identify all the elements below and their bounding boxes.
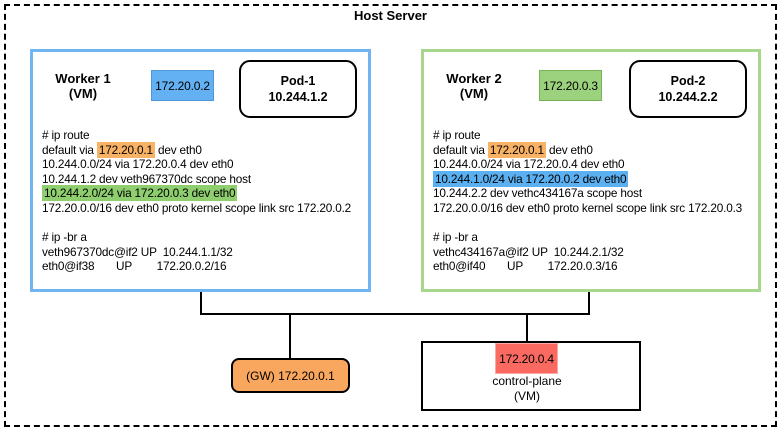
terminal-line: default via 172.20.0.1 dev eth0 [433, 141, 593, 158]
terminal-line: 10.244.0.0/24 via 172.20.0.4 dev eth0 [42, 157, 234, 172]
worker1-downlink-line [200, 292, 202, 315]
worker2-type: (VM) [459, 86, 489, 101]
terminal-line: eth0@if40 UP 172.20.0.3/16 [433, 259, 618, 274]
terminal-line: # ip route [42, 128, 90, 142]
terminal-line: veth967370dc@if2 UP 10.244.1.1/32 [42, 244, 233, 259]
terminal-line: 10.244.2.2 dev vethc434167a scope host [433, 186, 642, 201]
pod1-box: Pod-1 10.244.1.2 [239, 60, 357, 118]
network-bus-line [200, 313, 590, 315]
terminal-line: vethc434167a@if2 UP 10.244.2.1/32 [433, 244, 624, 259]
pod1-ip: 10.244.1.2 [268, 90, 328, 104]
terminal-line [42, 216, 366, 231]
worker2-downlink-line [588, 292, 590, 315]
worker1-box: Worker 1 (VM) 172.20.0.2 Pod-1 10.244.1.… [30, 49, 371, 292]
control-plane-name: control-plane [492, 374, 562, 388]
control-plane-ip-chip: 172.20.0.4 [495, 343, 558, 374]
worker2-box: Worker 2 (VM) 172.20.0.3 Pod-2 10.244.2.… [421, 49, 761, 292]
highlighted-text: 172.20.0.1 [96, 141, 155, 158]
terminal-line: # ip -br a [42, 230, 87, 245]
pod2-box: Pod-2 10.244.2.2 [629, 60, 747, 118]
terminal-line: 172.20.0.0/16 dev eth0 proto kernel scop… [42, 200, 352, 215]
host-server-box [4, 4, 777, 427]
terminal-line: 10.244.2.0/24 via 172.20.0.3 dev eth0 [42, 185, 366, 202]
terminal-line: # ip route [433, 128, 481, 142]
pod2-name: Pod-2 [670, 74, 706, 88]
control-plane-type: (VM) [514, 389, 540, 403]
terminal-line: 10.244.1.2 dev veth967370dc scope host [42, 171, 251, 186]
pod2-ip: 10.244.2.2 [658, 90, 718, 104]
worker2-label: Worker 2 (VM) [424, 71, 524, 101]
host-server-title: Host Server [354, 8, 427, 23]
worker2-name: Worker 2 [446, 71, 502, 86]
terminal-line: 172.20.0.0/16 dev eth0 proto kernel scop… [433, 200, 743, 215]
worker1-ip-chip: 172.20.0.2 [151, 70, 214, 101]
worker1-label: Worker 1 (VM) [33, 71, 133, 101]
worker2-ip-chip: 172.20.0.3 [539, 70, 602, 101]
terminal-line: 10.244.0.0/24 via 172.20.0.4 dev eth0 [433, 157, 625, 172]
gateway-box: (GW) 172.20.0.1 [231, 358, 350, 393]
control-plane-label: control-plane (VM) [423, 374, 631, 404]
gateway-label: (GW) 172.20.0.1 [246, 368, 335, 383]
gateway-link-line [289, 315, 291, 358]
worker1-type: (VM) [68, 86, 98, 101]
control-plane-link-line [526, 315, 528, 342]
highlighted-text: 172.20.0.1 [487, 141, 546, 158]
control-plane-box: 172.20.0.4 control-plane (VM) [421, 341, 641, 411]
highlighted-text: 10.244.1.0/24 via 172.20.0.2 dev eth0 [433, 170, 629, 187]
terminal-line: # ip -br a [433, 230, 478, 245]
terminal-line: 10.244.1.0/24 via 172.20.0.2 dev eth0 [433, 170, 756, 187]
terminal-line: eth0@if38 UP 172.20.0.2/16 [42, 259, 227, 274]
terminal-line: default via 172.20.0.1 dev eth0 [42, 141, 202, 158]
highlighted-text: 10.244.2.0/24 via 172.20.0.3 dev eth0 [42, 185, 238, 202]
worker1-name: Worker 1 [55, 71, 111, 86]
terminal-line [433, 216, 756, 231]
pod1-name: Pod-1 [280, 74, 316, 88]
